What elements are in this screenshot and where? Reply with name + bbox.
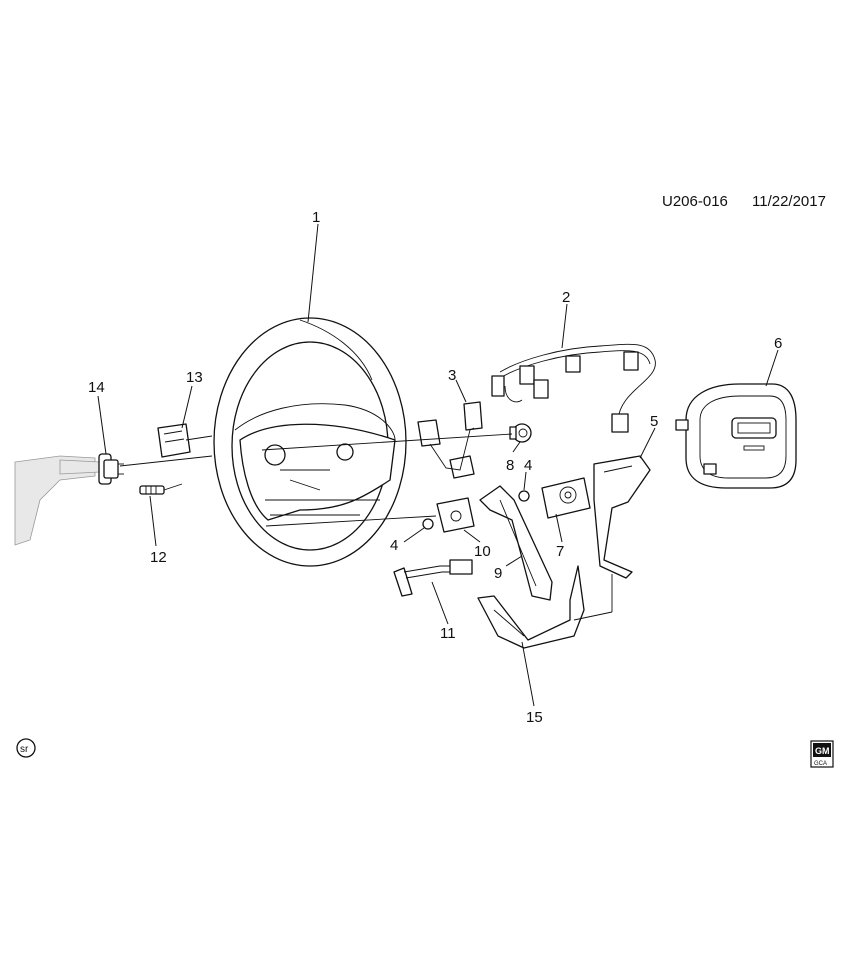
gm-logo-bottom: GCA xyxy=(814,761,827,767)
part-6-airbag-module xyxy=(675,383,797,489)
callout-13: 13 xyxy=(186,369,203,386)
callout-11: 11 xyxy=(440,625,456,642)
document-id: U206-016 xyxy=(662,193,728,210)
callout-2: 2 xyxy=(562,289,570,306)
callout-9: 9 xyxy=(494,565,502,582)
leader-lines xyxy=(97,223,779,707)
part-8-cap xyxy=(509,423,532,443)
callout-4-upper: 4 xyxy=(524,457,532,474)
part-11-bracket xyxy=(393,559,473,597)
part-5-right-bezel xyxy=(593,455,651,579)
callout-3: 3 xyxy=(448,367,456,384)
part-2-wiring-harness xyxy=(491,343,656,433)
part-3-bracket xyxy=(417,401,483,479)
part-4-nut-upper xyxy=(518,490,530,502)
part-9-left-bezel xyxy=(479,485,553,601)
part-10-switch xyxy=(436,497,475,533)
part-13-switch xyxy=(157,423,191,458)
sr-symbol: sr xyxy=(16,738,36,758)
callout-15: 15 xyxy=(526,709,543,726)
document-date: 11/22/2017 xyxy=(752,193,826,210)
part-1-steering-wheel xyxy=(213,317,407,567)
callout-8: 8 xyxy=(506,457,514,474)
gm-logo: GM GCA xyxy=(810,740,834,768)
part-15-lower-cover xyxy=(477,565,585,649)
callout-10: 10 xyxy=(474,543,491,560)
callout-12: 12 xyxy=(150,549,167,566)
callout-1: 1 xyxy=(312,209,320,226)
callout-5: 5 xyxy=(650,413,658,430)
part-14-hub xyxy=(98,453,124,485)
callouts: 1 2 3 4 4 5 6 7 8 9 10 11 12 13 14 15 xyxy=(88,209,782,726)
gm-logo-top: GM xyxy=(815,746,830,756)
callout-4-lower: 4 xyxy=(390,537,398,554)
part-12-bolt xyxy=(139,485,165,495)
sr-symbol-text: sr xyxy=(20,744,29,755)
callout-14: 14 xyxy=(88,379,105,396)
part-7-switch xyxy=(541,477,591,519)
steering-column-shaft xyxy=(14,455,101,546)
part-4-nut-lower xyxy=(422,518,434,530)
callout-6: 6 xyxy=(774,335,782,352)
callout-7: 7 xyxy=(556,543,564,560)
